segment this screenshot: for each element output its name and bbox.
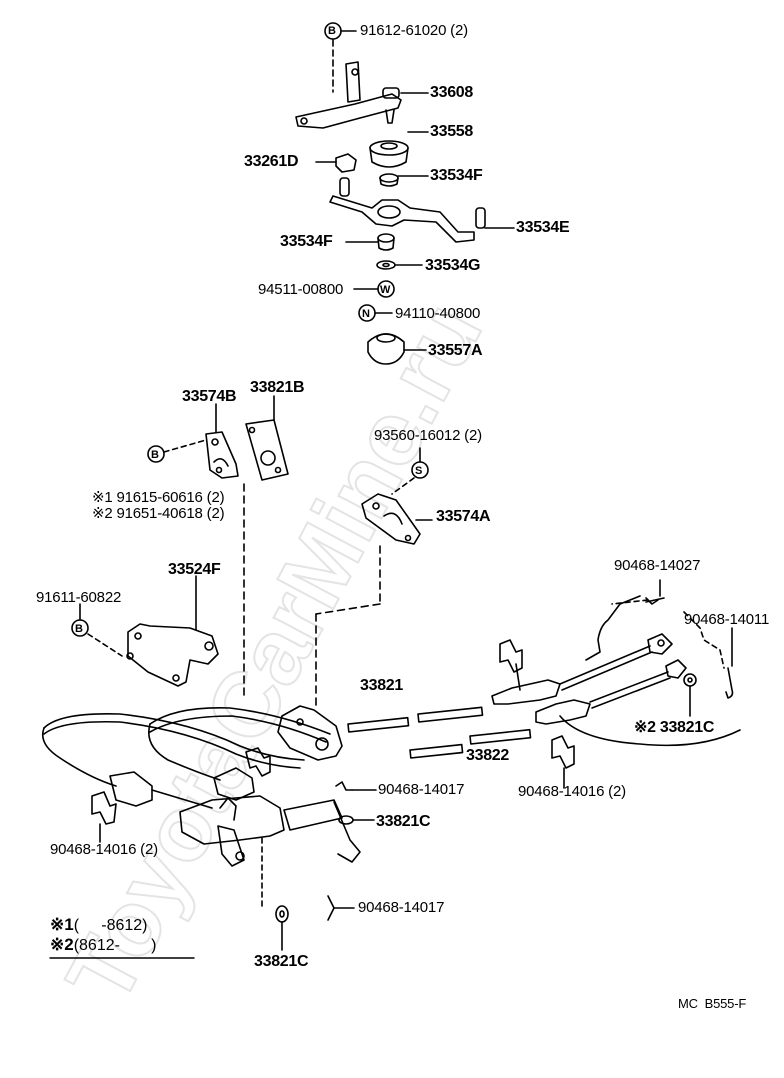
nut-n — [358, 304, 393, 322]
lever-33534e — [329, 177, 515, 243]
cotter-90468-14011 — [683, 611, 734, 699]
lower-shifter-assembly — [109, 747, 377, 921]
bracket-33524f — [126, 575, 219, 687]
clip-top-right — [499, 639, 523, 691]
label-33821c-right: ※2 33821C — [634, 719, 715, 736]
nut-33261d — [315, 153, 357, 173]
bolt-b-left — [147, 439, 207, 463]
label-33534e: 33534E — [516, 219, 570, 236]
washer-33534f-bottom — [345, 233, 395, 251]
label-91651-40618: ※2 91651-40618 (2) — [92, 505, 225, 522]
label-33261d: 33261D — [244, 153, 299, 170]
washer-33534g — [376, 260, 423, 270]
label-33557a: 33557A — [428, 342, 483, 359]
bolt-s — [391, 447, 429, 495]
note-1-text: ( -8612) — [73, 917, 148, 934]
label-94110-40800: 94110-40800 — [395, 305, 481, 322]
washer-33821c-bottom — [275, 905, 289, 951]
label-33608: 33608 — [430, 84, 473, 101]
clip-right — [551, 735, 575, 789]
circle-b-left: B — [151, 449, 159, 461]
label-91612-61020: 91612-61020 (2) — [360, 22, 468, 39]
label-90468-14011: 90468-14011 — [684, 611, 770, 628]
circle-b-top: B — [328, 25, 336, 37]
washer-33534f-top — [379, 173, 429, 187]
plate-33821b — [245, 395, 289, 481]
label-90468-14017-bottom: 90468-14017 — [358, 899, 445, 916]
note-2: ※2(8612- ) — [50, 936, 156, 955]
lever-33608 — [295, 61, 429, 129]
label-90468-14016-right: 90468-14016 (2) — [518, 783, 626, 800]
note-1-mark: ※1 — [50, 915, 74, 934]
shift-base — [277, 705, 343, 761]
label-33821b: 33821B — [250, 379, 305, 396]
label-94511-00800: 94511-00800 — [258, 281, 344, 298]
label-33524f: 33524F — [168, 561, 221, 578]
label-90468-14027: 90468-14027 — [614, 557, 701, 574]
pin-90468-14027 — [611, 579, 665, 605]
label-33534g: 33534G — [425, 257, 481, 274]
note-2-mark: ※2 — [50, 935, 74, 954]
label-33534f-top: 33534F — [430, 167, 483, 184]
note-1: ※1( -8612) — [50, 916, 148, 935]
cable-33821 — [41, 595, 673, 787]
bolt-b-top — [324, 22, 357, 93]
note-2-text: (8612- ) — [73, 937, 157, 954]
plate-33574b — [205, 403, 239, 479]
washer-33821c-right — [683, 673, 697, 717]
cable-33822 — [148, 659, 741, 781]
knob-33557a — [367, 333, 427, 365]
label-33821c-middle: 33821C — [376, 813, 431, 830]
label-90468-14017-top: 90468-14017 — [378, 781, 465, 798]
label-91615-60616: ※1 91615-60616 (2) — [92, 489, 225, 506]
label-91611-60822: 91611-60822 — [36, 589, 122, 606]
label-93560-16012: 93560-16012 (2) — [374, 427, 482, 444]
bushing-33558 — [369, 131, 429, 168]
diagram-code: MC B555-F — [678, 996, 747, 1011]
clip-left — [91, 791, 117, 843]
label-33821c-bottom: 33821C — [254, 953, 309, 970]
circle-n: N — [362, 308, 370, 320]
washer-w — [353, 280, 395, 298]
plate-33574a — [361, 493, 433, 545]
circle-w: W — [380, 284, 391, 296]
label-33821: 33821 — [360, 677, 403, 694]
label-90468-14016-left: 90468-14016 (2) — [50, 841, 158, 858]
bolt-b-bracket — [71, 603, 123, 657]
circle-b-bracket: B — [75, 623, 83, 635]
label-33534f-bottom: 33534F — [280, 233, 333, 250]
washer-33821c-middle — [338, 815, 375, 825]
label-33558: 33558 — [430, 123, 473, 140]
circle-s: S — [415, 465, 423, 477]
label-33574b: 33574B — [182, 388, 237, 405]
label-33574a: 33574A — [436, 508, 491, 525]
dash-33574a-route — [315, 545, 381, 707]
label-33822: 33822 — [466, 747, 509, 764]
